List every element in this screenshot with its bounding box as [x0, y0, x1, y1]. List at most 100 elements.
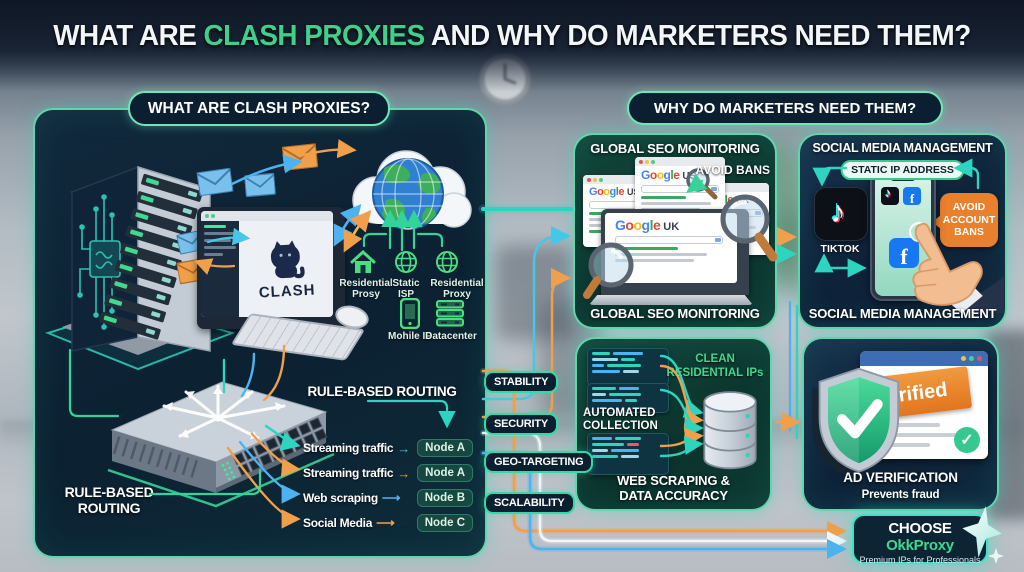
- search-bar: [615, 236, 723, 244]
- static-isp-globe-icon: [395, 251, 417, 273]
- automated-collection-label: AUTOMATED COLLECTION: [583, 407, 658, 433]
- pointing-hand-icon: [912, 222, 1004, 314]
- magnifier-icon: [583, 242, 634, 299]
- routing-rule-row: Streaming traffic → Node A: [303, 462, 473, 484]
- cta-brand-label: OkkProxy: [886, 537, 954, 554]
- tiktok-note-cyan: ♪: [829, 194, 844, 227]
- proxy-label-static-isp: Static ISP: [392, 278, 420, 300]
- routing-rule-row: Streaming traffic → Node A: [303, 437, 473, 459]
- check-glyph: ✓: [960, 432, 974, 449]
- benefit-security: SECURITY: [484, 413, 559, 435]
- routing-rule-row: Social Media ⟶ Node C: [303, 512, 473, 534]
- seo-box-title: GLOBAL SEO MONITORING: [590, 141, 760, 156]
- facebook-mini-icon: f: [903, 187, 921, 205]
- google-region: UK: [663, 221, 680, 233]
- node-badge: Node B: [416, 489, 473, 507]
- code-block: [587, 433, 669, 475]
- shield-check-icon: [812, 367, 900, 478]
- server-rack-illustration: [45, 165, 236, 371]
- right-panel-header: WHY DO MARKETERS NEED THEM?: [627, 91, 943, 125]
- static-ip-address-pill: STATIC IP ADDRESS: [840, 160, 965, 180]
- code-block: [587, 348, 669, 386]
- node-badge: Node A: [417, 464, 473, 482]
- ad-verification-box: verified ✓ AD VERIFICATION Prevents frau…: [802, 337, 999, 511]
- check-circle-icon: ✓: [954, 427, 980, 453]
- envelope-icon: [196, 167, 234, 197]
- facebook-icon: f: [889, 238, 919, 268]
- routing-rule-row: Web scraping ⟶ Node B: [303, 487, 473, 509]
- title-highlight: CLASH PROXIES: [203, 20, 426, 52]
- seo-box-footer: GLOBAL SEO MONITORING: [590, 306, 760, 321]
- avoid-account-bans-label: AVOID ACCOUNT BANS: [942, 201, 996, 239]
- route-arrow-icon: ⟶: [381, 490, 401, 505]
- node-badge: Node A: [417, 439, 473, 457]
- traffic-type: Social Media: [303, 516, 373, 530]
- envelope-icon: [281, 143, 319, 171]
- envelope-icon: [244, 172, 276, 198]
- benefit-geo-targeting: GEO-TARGETING: [484, 451, 594, 473]
- tiktok-label: TIKTOK: [820, 243, 860, 255]
- phone-illustration: ♪ f f: [870, 169, 936, 301]
- residential-proxy-globe-icon: [436, 251, 458, 273]
- clash-cat-icon: [270, 239, 305, 278]
- cloud-globe-icon: [352, 150, 472, 230]
- choose-okkproxy-button[interactable]: CHOOSE OkkProxy Premium IPs for Professi…: [852, 514, 988, 565]
- left-panel-header-label: WHAT ARE CLASH PROXIES?: [147, 99, 371, 117]
- title-part1: WHAT ARE: [53, 20, 204, 52]
- traffic-type: Streaming traffic: [303, 466, 394, 480]
- mobile-ip-icon: [400, 298, 420, 329]
- clean-residential-ips-label: CLEAN RESIDENTIAL IPs: [666, 353, 764, 379]
- rule-based-routing-title: RULE-BASED ROUTING: [307, 384, 457, 399]
- search-bar: [641, 185, 719, 193]
- cta-choose-label: CHOOSE: [888, 520, 952, 537]
- cta-subtitle: Premium IPs for Professionals: [859, 555, 981, 565]
- clash-logo-text: CLASH: [258, 280, 316, 301]
- facebook-letter: f: [900, 244, 908, 269]
- residential-proxy-icon: [350, 250, 376, 273]
- traffic-type: Streaming traffic: [303, 441, 394, 455]
- datacenter-icon: [436, 300, 464, 327]
- google-logo: Google: [641, 168, 680, 182]
- monitor-illustration: CLASH: [197, 207, 345, 329]
- database-icon: [703, 391, 757, 470]
- title-part2: AND WHY DO MARKETERS NEED THEM?: [424, 20, 971, 52]
- social-box-footer: SOCIAL MEDIA MANAGEMENT: [808, 306, 997, 321]
- google-logo: Google: [589, 186, 624, 198]
- proxy-label-mobile-ip: Mohile IP: [388, 331, 432, 342]
- google-logo: Google: [615, 217, 661, 233]
- tiktok-mini-icon: ♪: [885, 186, 891, 200]
- social-box-title: SOCIAL MEDIA MANAGEMENT: [812, 141, 993, 155]
- node-badge: Node C: [416, 514, 473, 532]
- tiktok-icon: ♪ ♪ ♪: [814, 187, 868, 241]
- benefit-stability: STABILITY: [484, 371, 559, 393]
- route-arrow-icon: →: [397, 465, 411, 481]
- right-panel-header-label: WHY DO MARKETERS NEED THEM?: [653, 99, 917, 117]
- sparkle-icon: [962, 506, 1004, 564]
- scraping-box-footer: WEB SCRAPING & DATA ACCURACY: [617, 473, 730, 504]
- ad-verification-subtitle: Prevents fraud: [861, 489, 940, 501]
- social-media-management-box: SOCIAL MEDIA MANAGEMENT STATIC IP ADDRES…: [798, 133, 1007, 329]
- rule-based-routing-corner-label: RULE-BASED ROUTING: [64, 484, 154, 517]
- proxy-label-residential-2: Residential Proxy: [430, 278, 484, 300]
- title-backdrop: [0, 0, 1024, 92]
- page-title: WHAT ARE CLASH PROXIES AND WHY DO MARKET…: [20, 20, 1003, 53]
- tiktok-note-white: ♪: [830, 195, 846, 229]
- web-scraping-box: AUTOMATED COLLECTION CLEAN RESIDENTIAL I…: [575, 337, 772, 511]
- magnifier-icon: [720, 194, 778, 262]
- benefit-scalability: SCALABILITY: [484, 492, 575, 514]
- facebook-letter: f: [909, 191, 915, 206]
- static-ip-address-label: STATIC IP ADDRESS: [851, 164, 954, 176]
- clash-proxies-panel: CLASH: [33, 108, 487, 558]
- left-panel-header: WHAT ARE CLASH PROXIES?: [128, 91, 390, 126]
- ad-verification-title: AD VERIFICATION: [843, 470, 958, 485]
- tiktok-note-pink: ♪: [832, 197, 847, 230]
- avoid-account-bans-bubble: AVOID ACCOUNT BANS: [932, 193, 998, 247]
- route-arrow-icon: ⟶: [376, 515, 395, 530]
- routing-rules-list: Streaming traffic → Node A Streaming tra…: [303, 437, 473, 537]
- route-arrow-icon: →: [397, 440, 411, 456]
- traffic-type: Web scraping: [303, 491, 378, 505]
- proxy-label-datacenter: Datacenter: [425, 331, 477, 342]
- google-region: US: [626, 187, 640, 197]
